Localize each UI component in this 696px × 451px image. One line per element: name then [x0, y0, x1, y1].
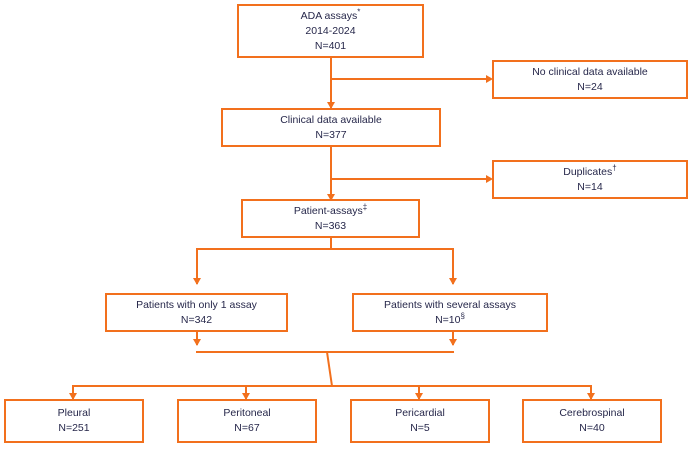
- node-duplicates-line1: Duplicates†: [563, 163, 617, 178]
- node-cerebrospinal[interactable]: Cerebrospinal N=40: [522, 399, 662, 443]
- footnote-marker: §: [460, 311, 465, 320]
- node-clinical-data-line2: N=377: [315, 128, 347, 141]
- node-pleural[interactable]: Pleural N=251: [4, 399, 144, 443]
- arrowhead-pleural: [68, 393, 77, 400]
- node-patient-assays-line2: N=363: [314, 219, 347, 232]
- node-clinical-data-line1: Clinical data available: [280, 113, 382, 126]
- node-ada-assays[interactable]: ADA assays* 2014-2024 N=401: [237, 4, 424, 58]
- node-duplicates-line2: N=14: [577, 180, 603, 193]
- node-pericardial-line1: Pericardial: [395, 407, 445, 419]
- node-no-clinical-data[interactable]: No clinical data available N=24: [492, 60, 688, 99]
- connector-split-right-drop: [452, 248, 454, 284]
- connector-fanout-bar: [72, 385, 590, 387]
- footnote-marker: *: [357, 7, 361, 16]
- node-several-assays-line1: Patients with several assays: [384, 298, 516, 311]
- arrowhead-merge-left: [192, 339, 201, 346]
- footnote-marker: †: [612, 163, 617, 172]
- node-pleural-line1: Pleural: [57, 407, 91, 419]
- arrowhead-several-assays: [448, 278, 457, 285]
- footnote-marker: ‡: [362, 202, 368, 211]
- arrowhead-clinical: [326, 102, 335, 109]
- arrowhead-pericardial: [414, 393, 423, 400]
- node-peritoneal-line1: Peritoneal: [223, 407, 271, 419]
- node-no-clinical-data-line2: N=24: [577, 80, 603, 93]
- node-clinical-data-available[interactable]: Clinical data available N=377: [221, 108, 441, 147]
- node-pericardial[interactable]: Pericardial N=5: [350, 399, 490, 443]
- connector-to-duplicates: [330, 178, 488, 180]
- node-only-one-assay[interactable]: Patients with only 1 assay N=342: [105, 293, 288, 332]
- connector-fanout-pericardial: [418, 385, 420, 399]
- node-only-one-assay-line2: N=342: [180, 313, 213, 326]
- node-patient-assays[interactable]: Patient-assays‡ N=363: [241, 199, 420, 238]
- node-pleural-line2: N=251: [58, 422, 90, 434]
- arrowhead-peritoneal: [241, 393, 250, 400]
- node-ada-assays-line1: ADA assays*: [300, 7, 361, 22]
- connector-fanout-pleural: [72, 385, 74, 399]
- connector-merge-left-stem: [196, 332, 198, 345]
- node-pericardial-line2: N=5: [410, 422, 430, 434]
- node-ada-assays-line2: 2014-2024: [305, 24, 356, 37]
- node-peritoneal-line2: N=67: [234, 422, 260, 434]
- connector-to-no-clinical: [330, 78, 488, 80]
- node-peritoneal[interactable]: Peritoneal N=67: [177, 399, 317, 443]
- node-several-assays[interactable]: Patients with several assays N=10§: [352, 293, 548, 332]
- connector-merge-right-stem: [452, 332, 454, 345]
- connector-split-left-drop: [196, 248, 198, 284]
- connector-fanout-peritoneal: [245, 385, 247, 399]
- connector-patient-split-stem: [330, 238, 332, 250]
- node-duplicates[interactable]: Duplicates† N=14: [492, 160, 688, 199]
- arrowhead-merge-right: [448, 339, 457, 346]
- arrowhead-no-clinical: [486, 74, 493, 83]
- node-cerebrospinal-line1: Cerebrospinal: [559, 407, 625, 419]
- arrowhead-patient-assays: [326, 194, 335, 201]
- node-patient-assays-line1: Patient-assays‡: [293, 202, 368, 217]
- connector-fanout-cerebrospinal: [590, 385, 592, 399]
- node-ada-assays-line3: N=401: [314, 39, 347, 52]
- arrowhead-only-one-assay: [192, 278, 201, 285]
- connector-ada-to-clinical: [330, 57, 332, 109]
- node-only-one-assay-line1: Patients with only 1 assay: [136, 298, 257, 311]
- connector-patient-split-bar: [196, 248, 454, 250]
- arrowhead-cerebrospinal: [586, 393, 595, 400]
- node-several-assays-line2: N=10§: [435, 311, 465, 326]
- node-no-clinical-data-line1: No clinical data available: [532, 65, 648, 78]
- node-cerebrospinal-line2: N=40: [579, 422, 605, 434]
- arrowhead-duplicates: [486, 174, 493, 183]
- connector-clinical-to-patient: [330, 147, 332, 201]
- connector-merge-bar: [196, 351, 454, 353]
